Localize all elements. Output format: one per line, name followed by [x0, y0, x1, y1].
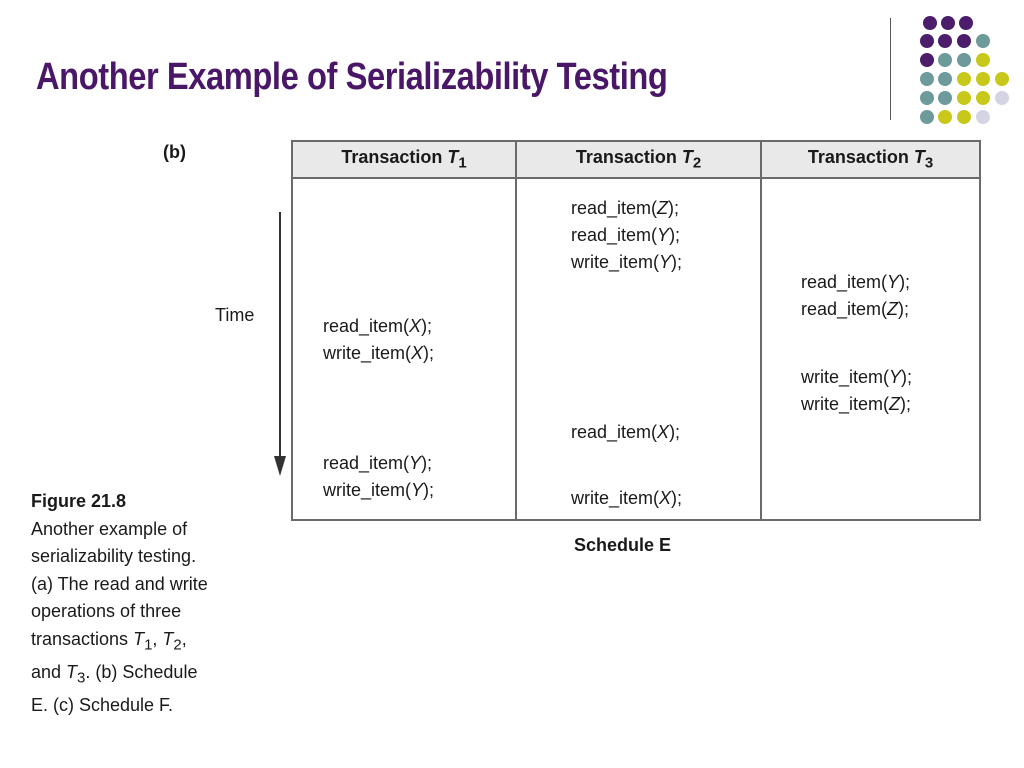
decorative-dot: [995, 72, 1009, 86]
figure-number: Figure 21.8: [31, 491, 127, 511]
transaction-t1-column: read_item(X); write_item(X); read_item(Y…: [291, 178, 517, 520]
caption-line: and T3. (b) Schedule: [31, 661, 198, 687]
decorative-dot: [976, 34, 990, 48]
panel-label: (b): [163, 142, 186, 162]
decorative-dot: [938, 110, 952, 124]
column-header-t1: Transaction T1: [291, 140, 517, 179]
schedule-label: Schedule E: [574, 535, 672, 555]
caption-line: (a) The read and write: [31, 573, 208, 594]
decorative-dot: [976, 110, 990, 124]
decorative-dot: [957, 110, 971, 124]
decorative-dot: [957, 53, 971, 67]
decorative-dot: [976, 53, 990, 67]
decorative-dot: [938, 91, 952, 105]
transaction-t3-column: read_item(Y); read_item(Z); write_item(Y…: [760, 178, 981, 520]
operation: write_item(X);: [323, 343, 435, 363]
column-header-t2: Transaction T2: [515, 140, 762, 179]
slide-title: Another Example of Serializability Testi…: [36, 56, 668, 98]
decorative-dot: [976, 91, 990, 105]
time-arrow-icon: [274, 212, 286, 476]
operation: write_item(Z);: [801, 394, 912, 414]
decorative-dot: [938, 34, 952, 48]
time-axis-label: Time: [215, 305, 255, 325]
caption-line: operations of three: [31, 601, 182, 621]
decorative-dot: [920, 34, 934, 48]
decorative-dot: [957, 91, 971, 105]
decorative-dot: [995, 91, 1009, 105]
transaction-t2-column: read_item(Z); read_item(Y); write_item(Y…: [515, 178, 762, 520]
operation: write_item(Y);: [323, 480, 435, 500]
caption-line: serializability testing.: [31, 546, 197, 566]
decorative-dot: [938, 72, 952, 86]
column-header-t3: Transaction T3: [760, 140, 981, 179]
decorative-dot: [920, 72, 934, 86]
operation: read_item(Y);: [323, 453, 433, 473]
decorative-dot: [920, 110, 934, 124]
decorative-dot: [923, 16, 937, 30]
operation: read_item(Z);: [571, 198, 680, 218]
schedule-table: Transaction T1 Transaction T2 Transactio…: [291, 140, 981, 521]
caption-line: Another example of: [31, 518, 188, 539]
decorative-dot: [976, 72, 990, 86]
operation: read_item(X);: [323, 316, 433, 336]
decorative-dot: [957, 72, 971, 86]
decorative-dot: [957, 34, 971, 48]
decorative-dot: [959, 16, 973, 30]
operation: read_item(Y);: [801, 272, 911, 292]
operation: read_item(Y);: [571, 225, 681, 245]
decorative-dot: [920, 91, 934, 105]
decorative-dot: [920, 53, 934, 67]
decorative-dot: [938, 53, 952, 67]
figure-caption: Figure 21.8 Another example of serializa…: [31, 488, 251, 719]
operation: read_item(Z);: [801, 299, 910, 319]
operation: write_item(X);: [571, 488, 683, 508]
decorative-dot: [941, 16, 955, 30]
operation: write_item(Y);: [801, 367, 913, 387]
caption-line: transactions T1, T2,: [31, 628, 187, 654]
operation: write_item(Y);: [571, 252, 683, 272]
decorative-divider: [890, 18, 891, 120]
operation: read_item(X);: [571, 422, 681, 442]
caption-line: E. (c) Schedule F.: [31, 694, 174, 715]
